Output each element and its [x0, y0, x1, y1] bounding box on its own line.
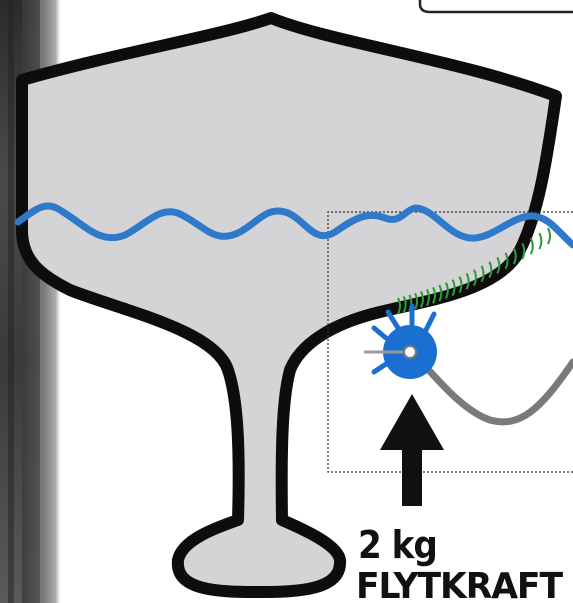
tether-line: [412, 352, 573, 422]
force-label: FLYTKRAFT: [356, 566, 563, 603]
callout-box-edge: [420, 0, 573, 12]
attachment-hair: [539, 233, 541, 249]
mass-label: 2 kg: [358, 523, 437, 567]
attachment-hair: [531, 238, 533, 254]
attachment-hair: [548, 228, 550, 244]
up-arrow-icon: [380, 394, 444, 506]
boat-hull-keel: [22, 18, 556, 592]
